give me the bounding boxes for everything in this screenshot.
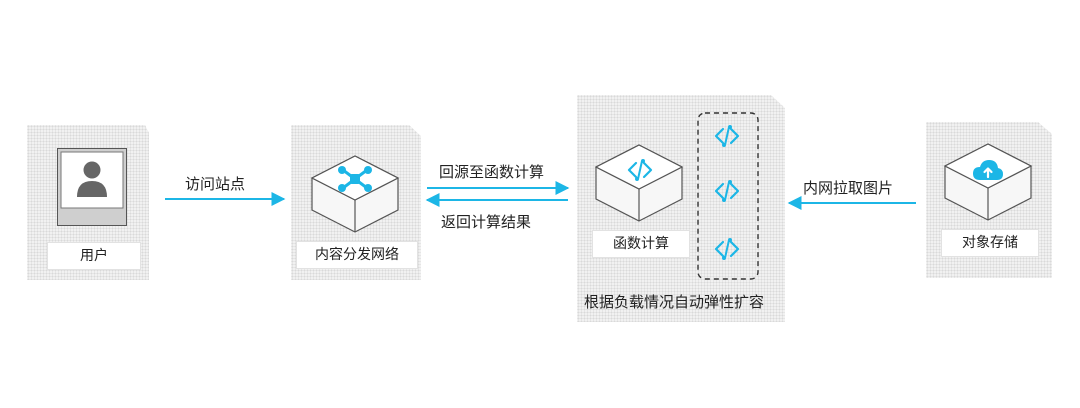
function-compute-node-icon bbox=[594, 144, 684, 222]
user-label: 用户 bbox=[47, 242, 141, 270]
return-edge-label: 返回计算结果 bbox=[441, 213, 532, 231]
cloud-upload-icon bbox=[973, 160, 1003, 180]
origin-edge-label: 回源至函数计算 bbox=[439, 163, 545, 181]
visit-edge-label: 访问站点 bbox=[185, 175, 246, 193]
network-hub-icon bbox=[338, 166, 372, 192]
function-code-icon bbox=[627, 159, 653, 181]
function-instance-icon bbox=[714, 180, 740, 202]
scaling-caption: 根据负载情况自动弹性扩容 bbox=[584, 293, 765, 311]
user-avatar-icon bbox=[57, 148, 127, 226]
function-instance-icon bbox=[714, 125, 740, 147]
pull-edge-label: 内网拉取图片 bbox=[803, 179, 894, 197]
object-storage-label: 对象存储 bbox=[941, 229, 1039, 257]
function-compute-panel bbox=[577, 95, 785, 322]
scaling-instances-group bbox=[697, 112, 759, 280]
function-compute-label: 函数计算 bbox=[592, 230, 690, 258]
cdn-label: 内容分发网络 bbox=[296, 241, 418, 269]
function-instance-icon bbox=[714, 238, 740, 260]
